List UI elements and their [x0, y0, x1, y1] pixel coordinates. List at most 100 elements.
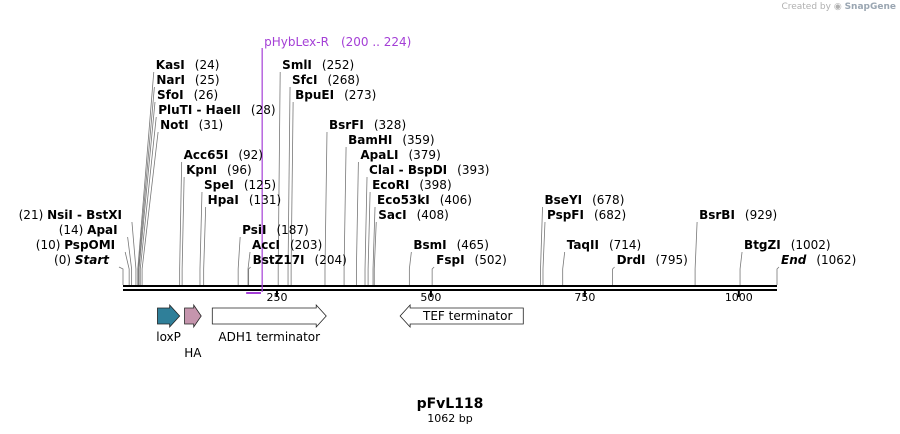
site-label-noti[interactable]: NotI(31)	[160, 118, 223, 132]
site-label-psii[interactable]: PsiI(187)	[242, 223, 309, 237]
site-pos: (31)	[199, 118, 224, 132]
site-label-kpni[interactable]: KpnI(96)	[186, 163, 252, 177]
site-label-fspi[interactable]: FspI(502)	[436, 253, 507, 267]
site-leader-acci	[247, 251, 251, 285]
site-label-bpuei[interactable]: BpuEI(273)	[295, 88, 376, 102]
site-leader-bsrbi	[694, 221, 698, 285]
site-leader-noti	[141, 131, 159, 285]
feature-tef-terminator[interactable]	[399, 303, 524, 329]
site-label-sfci[interactable]: SfcI(268)	[292, 73, 360, 87]
site-label-bseyi[interactable]: BseYI(678)	[545, 193, 625, 207]
site-pos: (502)	[475, 253, 507, 267]
site-label-bamhi[interactable]: BamHI(359)	[348, 133, 435, 147]
site-leader-ecori	[367, 191, 371, 285]
backbone-strand-top	[123, 285, 777, 287]
site-pos: (393)	[457, 163, 489, 177]
site-name: AccI	[252, 238, 280, 252]
site-name: KasI	[156, 58, 185, 72]
site-label-nari[interactable]: NarI(25)	[156, 73, 219, 87]
site-label-apali[interactable]: ApaLI(379)	[360, 148, 440, 162]
site-leader-start	[118, 266, 124, 285]
site-label-drdi[interactable]: DrdI(795)	[617, 253, 688, 267]
site-labels: (0) Start(10) PspOMI(14) ApaI(21) NsiI -…	[19, 58, 857, 267]
site-label-acc65i[interactable]: Acc65I(92)	[184, 148, 263, 162]
site-leader-bpuei	[290, 101, 294, 285]
primer-bar[interactable]	[246, 292, 261, 294]
site-name: ApaI	[87, 223, 117, 237]
site-label-apai[interactable]: (14) ApaI	[59, 223, 118, 237]
site-leader-kpni	[181, 176, 185, 285]
site-pos: (187)	[276, 223, 308, 237]
site-name: BsmI	[413, 238, 446, 252]
site-label-taqii[interactable]: TaqII(714)	[567, 238, 642, 252]
site-pos: (273)	[344, 88, 376, 102]
feature-ha[interactable]	[184, 303, 202, 329]
site-pos: (28)	[251, 103, 276, 117]
site-name: NsiI - BstXI	[47, 208, 122, 222]
site-label-start[interactable]: (0) Start	[54, 253, 110, 267]
site-pos: (0)	[54, 253, 75, 267]
site-leader-fspi	[431, 266, 435, 285]
credit-brand: SnapGene	[844, 2, 896, 12]
site-pos: (204)	[315, 253, 347, 267]
ruler-tick-label: 500	[420, 291, 441, 304]
site-name: BtgZI	[744, 238, 781, 252]
site-name: NarI	[156, 73, 185, 87]
ruler-tick	[583, 291, 586, 297]
site-label-acci[interactable]: AccI(203)	[252, 238, 322, 252]
site-label-hpai[interactable]: HpaI(131)	[208, 193, 281, 207]
site-label-kasi[interactable]: KasI (24)	[156, 58, 220, 72]
site-label-btgzi[interactable]: BtgZI(1002)	[744, 238, 831, 252]
site-pos: (24)	[195, 58, 220, 72]
primer-label[interactable]: pHybLex-R(200 .. 224)	[264, 35, 411, 49]
site-label-bsrbi[interactable]: BsrBI (929)	[699, 208, 777, 222]
site-name: PluTI - HaeII	[158, 103, 241, 117]
site-label-sfoi[interactable]: SfoI(26)	[157, 88, 218, 102]
feature-adh1-terminator[interactable]	[211, 303, 327, 329]
site-label-bsrfi[interactable]: BsrFI(328)	[329, 118, 406, 132]
site-leader-apai	[127, 236, 133, 285]
site-label-nsii-bstxi[interactable]: (21) NsiI - BstXI	[19, 208, 122, 222]
site-name: SpeI	[204, 178, 234, 192]
site-name: PspFI	[547, 208, 584, 222]
site-name: ClaI - BspDI	[369, 163, 447, 177]
site-name: End	[781, 253, 807, 267]
site-leader-drdi	[612, 266, 615, 285]
site-label-eco53ki[interactable]: Eco53kI(406)	[377, 193, 472, 207]
site-pos: (678)	[592, 193, 624, 207]
site-label-pspfi[interactable]: PspFI(682)	[547, 208, 626, 222]
site-leader-apali	[355, 161, 359, 285]
site-name: SmlI	[282, 58, 312, 72]
site-leader-pspfi	[542, 221, 546, 285]
feature-label-adh1-terminator: ADH1 terminator	[218, 330, 320, 344]
site-label-end[interactable]: End (1062)	[781, 253, 856, 267]
site-label-smli[interactable]: SmlI(252)	[282, 58, 354, 72]
ruler-tick	[275, 291, 278, 297]
feature-loxp[interactable]	[157, 303, 181, 329]
site-leader-kasi	[137, 71, 155, 285]
site-leader-spei	[199, 191, 203, 285]
site-pos: (1062)	[816, 253, 856, 267]
site-label-pluti-haeii[interactable]: PluTI - HaeII (28)	[158, 103, 275, 117]
site-name: BamHI	[348, 133, 392, 147]
site-label-pspomi[interactable]: (10) PspOMI	[36, 238, 115, 252]
site-leader-saci	[373, 221, 377, 285]
site-label-clai-bspdi[interactable]: ClaI - BspDI (393)	[369, 163, 489, 177]
site-label-spei[interactable]: SpeI(125)	[204, 178, 276, 192]
site-label-bstz17i[interactable]: BstZ17I(204)	[253, 253, 347, 267]
site-leader-lines	[118, 71, 780, 285]
site-pos: (465)	[457, 238, 489, 252]
site-leader-bamhi	[343, 146, 347, 285]
site-pos: (21)	[19, 208, 47, 222]
site-pos: (929)	[745, 208, 777, 222]
site-leader-acc65i	[179, 161, 183, 285]
site-leader-psii	[237, 236, 241, 285]
site-name: EcoRI	[372, 178, 409, 192]
site-label-saci[interactable]: SacI(408)	[378, 208, 449, 222]
site-label-ecori[interactable]: EcoRI(398)	[372, 178, 452, 192]
ruler-tick-label: 1000	[725, 291, 753, 304]
site-name: BsrBI	[699, 208, 735, 222]
site-label-bsmi[interactable]: BsmI (465)	[413, 238, 489, 252]
